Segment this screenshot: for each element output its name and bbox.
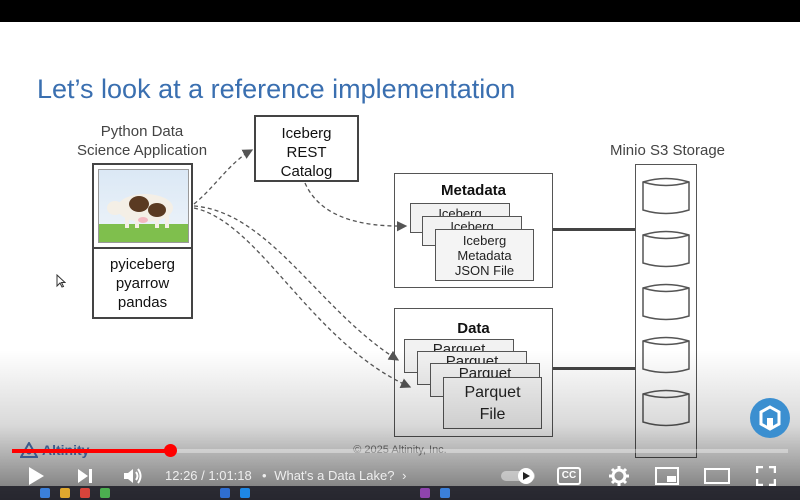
autoplay-toggle-icon bbox=[501, 468, 535, 484]
captions-button[interactable]: CC bbox=[556, 462, 582, 490]
taskbar-app-icon[interactable] bbox=[420, 488, 430, 498]
data-heading: Data bbox=[457, 320, 490, 337]
metadata-container: Metadata Iceberg Iceberg Iceberg Metadat… bbox=[394, 173, 553, 288]
taskbar-app-icon[interactable] bbox=[440, 488, 450, 498]
app-libraries: pyiceberg pyarrow pandas bbox=[94, 255, 191, 312]
arrow-app-to-data-2 bbox=[193, 207, 412, 388]
metadata-heading: Metadata bbox=[440, 182, 507, 199]
autoplay-toggle[interactable] bbox=[500, 462, 536, 490]
miniplayer-button[interactable] bbox=[654, 462, 680, 490]
channel-badge[interactable] bbox=[750, 398, 790, 438]
taskbar-app-icon[interactable] bbox=[80, 488, 90, 498]
cc-label: CC bbox=[561, 470, 577, 481]
volume-button[interactable] bbox=[120, 462, 146, 490]
storage-disk-3 bbox=[642, 283, 690, 321]
storage-label: Minio S3 Storage bbox=[609, 142, 726, 159]
next-icon bbox=[78, 469, 92, 483]
lib-pyiceberg: pyiceberg bbox=[109, 256, 176, 273]
metadata-storage-link bbox=[553, 228, 635, 231]
catalog-line-1: Iceberg bbox=[281, 125, 332, 142]
catalog-line-3: Catalog bbox=[280, 163, 333, 180]
taskbar-app-icon[interactable] bbox=[100, 488, 110, 498]
app-box: pyiceberg pyarrow pandas bbox=[92, 163, 193, 319]
metadata-doc-json: Iceberg Metadata JSON File bbox=[435, 229, 534, 281]
mouse-cursor-icon bbox=[56, 274, 66, 288]
slide-copyright: © 2025 Altinity, Inc. bbox=[353, 444, 447, 456]
flow-arrows bbox=[193, 149, 412, 388]
lib-pyarrow: pyarrow bbox=[115, 275, 170, 292]
app-divider bbox=[94, 247, 191, 249]
taskbar-app-icon[interactable] bbox=[40, 488, 50, 498]
slide-title: Let’s look at a reference implementation bbox=[37, 74, 516, 104]
storage-disk-2 bbox=[642, 230, 690, 268]
arrow-app-to-data-1 bbox=[193, 205, 400, 361]
catalog-line-2: REST bbox=[286, 144, 327, 161]
app-caption: Python Data Science Application bbox=[62, 122, 222, 160]
cow-image bbox=[98, 169, 189, 243]
progress-fill bbox=[12, 449, 170, 453]
taskbar-app-icon[interactable] bbox=[60, 488, 70, 498]
play-button[interactable] bbox=[22, 462, 50, 490]
taskbar-app-icon[interactable] bbox=[220, 488, 230, 498]
miniplayer-icon bbox=[655, 467, 679, 485]
cc-icon: CC bbox=[556, 467, 582, 485]
chapter-title: What's a Data Lake? bbox=[274, 468, 395, 483]
arrow-app-to-catalog bbox=[193, 149, 254, 205]
app-caption-line1: Python Data bbox=[100, 123, 184, 140]
catalog-box: Iceberg REST Catalog bbox=[254, 115, 359, 182]
next-button[interactable] bbox=[72, 462, 98, 490]
time-display: 12:26 / 1:01:18 bbox=[165, 468, 252, 483]
volume-icon bbox=[124, 468, 142, 484]
app-caption-line2: Science Application bbox=[76, 142, 208, 159]
chapter-separator: • bbox=[262, 468, 267, 483]
play-icon bbox=[29, 467, 44, 485]
fullscreen-button[interactable] bbox=[753, 462, 779, 490]
gear-icon bbox=[609, 466, 629, 486]
taskbar-app-icon[interactable] bbox=[240, 488, 250, 498]
slide: Let’s look at a reference implementation… bbox=[0, 22, 800, 500]
theater-icon bbox=[704, 468, 730, 484]
chapter-button[interactable]: • What's a Data Lake? › bbox=[262, 468, 406, 483]
arrow-catalog-to-metadata bbox=[304, 182, 408, 232]
fullscreen-icon bbox=[756, 466, 776, 486]
scrubber-handle[interactable] bbox=[163, 444, 177, 457]
settings-button[interactable] bbox=[606, 462, 632, 490]
catalog-label: Iceberg REST Catalog bbox=[256, 124, 357, 181]
progress-bar[interactable] bbox=[12, 444, 788, 457]
chevron-right-icon: › bbox=[402, 468, 407, 483]
lib-pandas: pandas bbox=[117, 294, 168, 311]
theater-mode-button[interactable] bbox=[703, 462, 731, 490]
os-taskbar bbox=[0, 486, 800, 500]
altinity-badge-icon bbox=[759, 405, 781, 431]
storage-disk-1 bbox=[642, 177, 690, 215]
